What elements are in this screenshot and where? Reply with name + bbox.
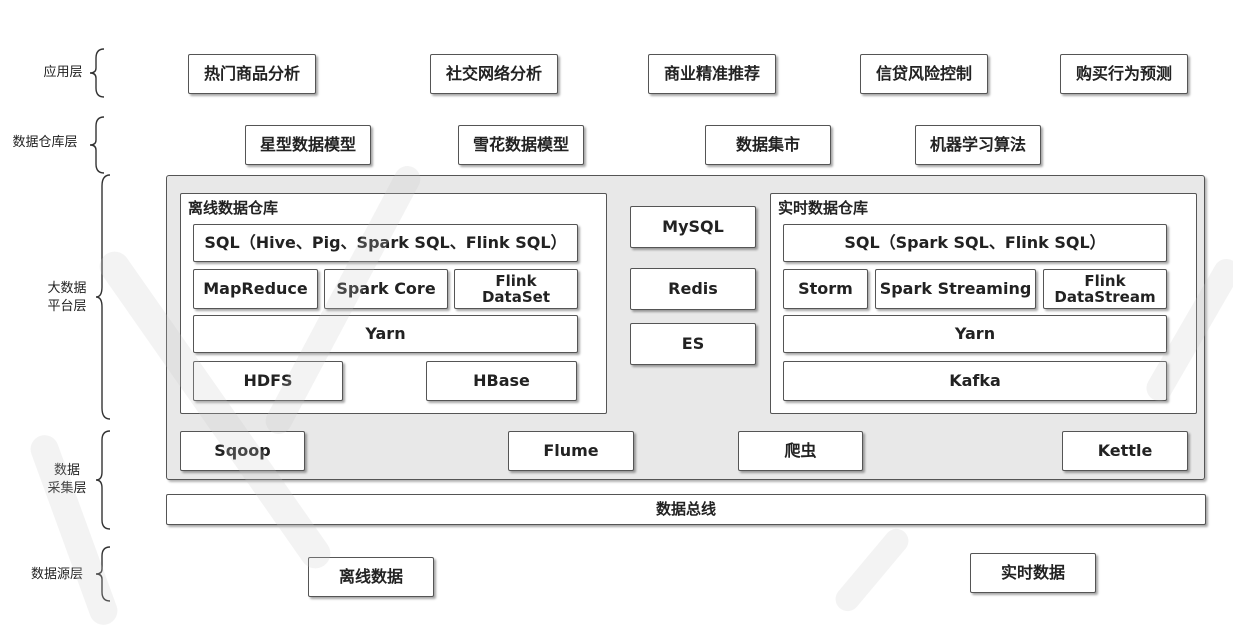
collect-flume: Flume <box>508 431 634 471</box>
collect-kettle: Kettle <box>1062 431 1188 471</box>
storage-es: ES <box>630 323 756 365</box>
collect-crawler: 爬虫 <box>738 431 863 471</box>
app-item-hot-products: 热门商品分析 <box>188 54 316 94</box>
app-item-credit-risk: 信贷风险控制 <box>860 54 988 94</box>
warehouse-item-ml-algorithms: 机器学习算法 <box>915 125 1041 165</box>
realtime-storm: Storm <box>783 269 868 309</box>
layer-label-warehouse: 数据仓库层 <box>12 135 78 150</box>
layer-label-application: 应用层 <box>43 65 83 80</box>
layer-label-collection: 数据 采集层 <box>47 463 87 496</box>
realtime-flink-datastream: Flink DataStream <box>1043 269 1167 309</box>
warehouse-item-data-mart: 数据集市 <box>705 125 831 165</box>
source-offline-data: 离线数据 <box>308 557 434 597</box>
warehouse-item-snowflake-model: 雪花数据模型 <box>458 125 584 165</box>
data-bus: 数据总线 <box>166 494 1206 525</box>
source-realtime-data: 实时数据 <box>970 553 1096 593</box>
realtime-kafka: Kafka <box>783 361 1167 401</box>
layer-label-bigdata: 大数据 平台层 <box>47 281 87 314</box>
brace-application <box>89 48 105 98</box>
storage-mysql: MySQL <box>630 206 756 248</box>
offline-hbase: HBase <box>426 361 577 401</box>
realtime-sql: SQL（Spark SQL、Flink SQL） <box>783 224 1167 262</box>
collect-sqoop: Sqoop <box>180 431 305 471</box>
offline-sql: SQL（Hive、Pig、Spark SQL、Flink SQL） <box>193 224 578 262</box>
offline-hdfs: HDFS <box>193 361 343 401</box>
realtime-spark-streaming: Spark Streaming <box>875 269 1036 309</box>
brace-warehouse <box>89 116 105 174</box>
offline-spark-core: Spark Core <box>324 269 448 309</box>
realtime-warehouse-title: 实时数据仓库 <box>778 199 869 217</box>
brace-collection <box>95 430 111 530</box>
offline-yarn: Yarn <box>193 315 578 353</box>
brace-source <box>95 546 111 602</box>
offline-warehouse-title: 离线数据仓库 <box>188 199 279 217</box>
brace-bigdata <box>95 174 111 420</box>
app-item-social-network: 社交网络分析 <box>430 54 558 94</box>
warehouse-item-star-model: 星型数据模型 <box>245 125 371 165</box>
realtime-yarn: Yarn <box>783 315 1167 353</box>
offline-mapreduce: MapReduce <box>193 269 318 309</box>
app-item-business-recommend: 商业精准推荐 <box>648 54 776 94</box>
layer-label-source: 数据源层 <box>30 567 83 582</box>
offline-flink-dataset: Flink DataSet <box>454 269 578 309</box>
watermark-stroke <box>830 523 914 617</box>
storage-redis: Redis <box>630 268 756 310</box>
app-item-purchase-predict: 购买行为预测 <box>1060 54 1188 94</box>
